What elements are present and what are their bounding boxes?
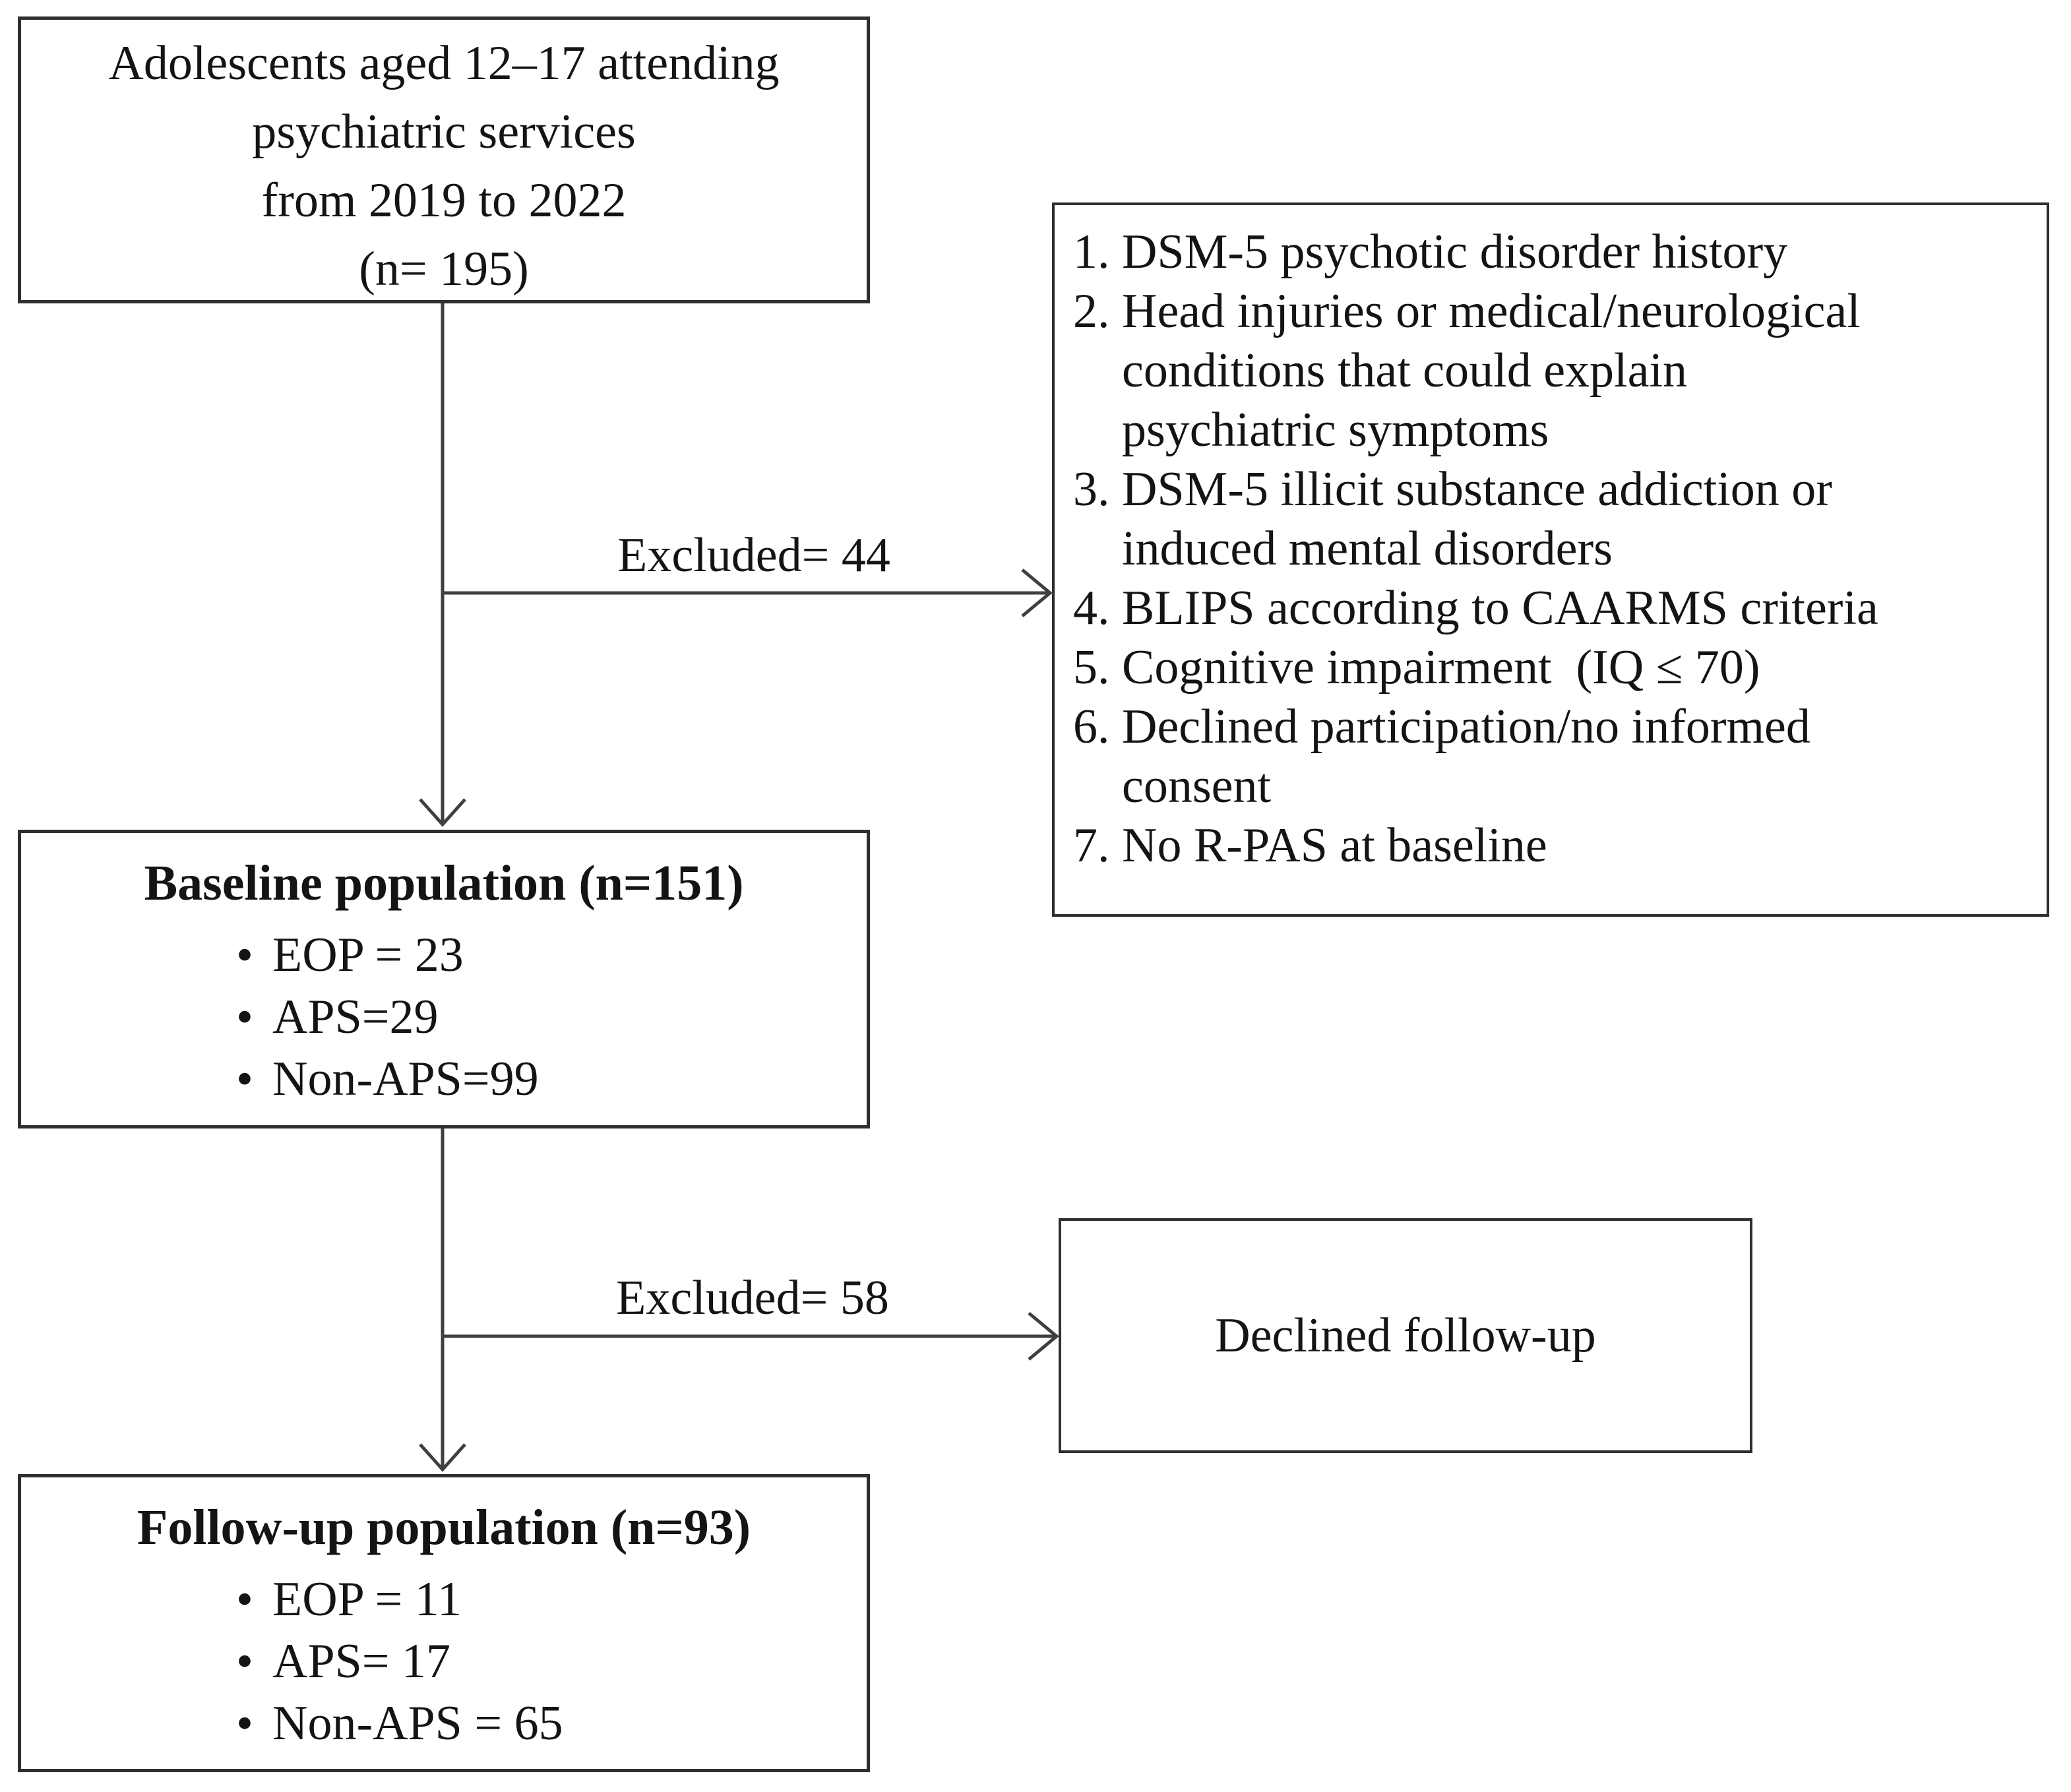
exclusion-item: Declined participation/no informed conse… [1122,697,2028,816]
baseline-bullet-list: • EOP = 23 • APS=29 • Non-APS=99 [21,924,867,1110]
list-item: • APS= 17 [236,1630,867,1692]
bullet-icon: • [236,1634,253,1688]
bullet-icon: • [236,990,253,1044]
enrollment-line: psychiatric services [252,105,636,159]
followup-eop-count: EOP = 11 [272,1572,462,1626]
exclusion-item: DSM-5 psychotic disorder history [1122,222,2028,282]
list-item: • EOP = 11 [236,1568,867,1630]
list-item: • APS=29 [236,986,867,1048]
enrollment-count: (n= 195) [359,242,529,296]
exclusion-item: DSM-5 illicit substance addiction or ind… [1122,460,2028,578]
bullet-icon: • [236,1572,253,1626]
exclusion-criteria-list: DSM-5 psychotic disorder history Head in… [1077,222,2028,875]
declined-followup-label: Declined follow-up [1215,1308,1596,1363]
arrowhead-down-icon [419,798,466,827]
exclusion-item: BLIPS according to CAARMS criteria [1122,578,2028,638]
declined-followup-box: Declined follow-up [1059,1218,1752,1453]
bullet-icon: • [236,1696,253,1750]
followup-nonaps-count: Non-APS = 65 [272,1696,563,1750]
baseline-eop-count: EOP = 23 [272,928,464,982]
list-item: • EOP = 23 [236,924,867,986]
baseline-population-box: Baseline population (n=151) • EOP = 23 •… [18,830,870,1128]
baseline-title: Baseline population (n=151) [144,855,744,911]
exclusion-criteria-box: DSM-5 psychotic disorder history Head in… [1052,202,2049,917]
arrowhead-down-icon [419,1443,466,1472]
baseline-aps-count: APS=29 [272,990,439,1044]
exclusion-item: Cognitive impairment (IQ ≤ 70) [1122,638,2028,697]
enrollment-box: Adolescents aged 12–17 attending psychia… [18,16,870,303]
bullet-icon: • [236,928,253,982]
exclusion-item: No R-PAS at baseline [1122,816,2028,875]
baseline-nonaps-count: Non-APS=99 [272,1052,539,1106]
exclusion-item: Head injuries or medical/neurological co… [1122,282,2028,460]
followup-title: Follow-up population (n=93) [137,1500,751,1555]
list-item: • Non-APS = 65 [236,1692,867,1754]
excluded-58-label: Excluded= 58 [616,1271,889,1325]
arrowhead-right-icon [1028,1312,1059,1361]
enrollment-line: Adolescents aged 12–17 attending [108,36,780,90]
list-item: • Non-APS=99 [236,1048,867,1110]
bullet-icon: • [236,1052,253,1106]
followup-population-box: Follow-up population (n=93) • EOP = 11 •… [18,1474,870,1772]
arrowhead-right-icon [1021,569,1053,617]
excluded-44-label: Excluded= 44 [617,528,890,582]
enrollment-line: from 2019 to 2022 [261,173,627,228]
followup-aps-count: APS= 17 [272,1634,450,1688]
followup-bullet-list: • EOP = 11 • APS= 17 • Non-APS = 65 [21,1568,867,1754]
